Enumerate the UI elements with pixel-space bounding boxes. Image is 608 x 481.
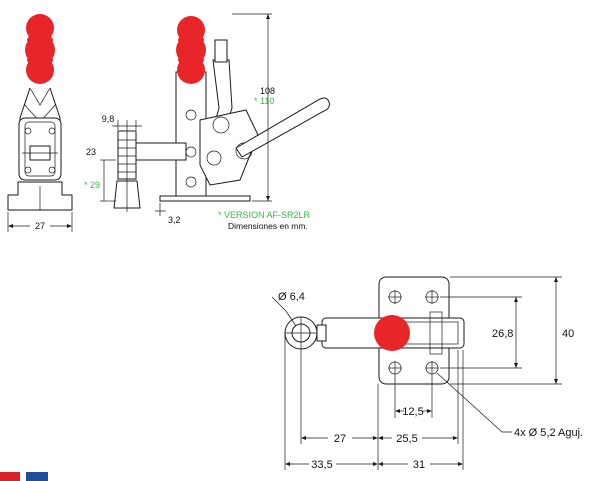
dim-31: 31	[413, 459, 425, 471]
flag-mark	[0, 472, 48, 481]
dim-27-top: 27	[334, 433, 346, 445]
front-view: 27	[7, 14, 73, 232]
side-knob	[176, 16, 206, 84]
dim-110-version: * 110	[254, 96, 274, 106]
top-knob	[374, 315, 410, 351]
holes-note: 4x Ø 5,2 Aguj.	[514, 427, 583, 439]
dim-9-8: 9,8	[102, 114, 115, 124]
dia-6-4: Ø 6,4	[278, 291, 305, 303]
side-view: 108 * 110 9,8 23 * 29 3,2 * VERSION AF-S…	[84, 13, 330, 231]
units-note: Dimensiones en mm.	[228, 221, 308, 231]
dim-27-front: 27	[35, 221, 45, 231]
dim-29-version: * 29	[84, 180, 100, 190]
front-knob	[25, 14, 55, 84]
dim-40: 40	[562, 328, 574, 340]
dim-26-8: 26,8	[492, 328, 513, 340]
top-view: Ø 6,4 26,8 40 12,5 4x Ø 5,2 Aguj. 27	[271, 276, 583, 471]
dim-25-5: 25,5	[396, 433, 417, 445]
dim-33-5: 33,5	[311, 459, 332, 471]
version-note: * VERSION AF-SR2LR	[218, 210, 311, 220]
dim-108: 108	[260, 86, 275, 96]
mounting-holes	[388, 290, 439, 375]
dim-23: 23	[86, 147, 96, 157]
dim-3-2: 3,2	[168, 215, 181, 225]
dim-12-5: 12,5	[402, 406, 423, 418]
